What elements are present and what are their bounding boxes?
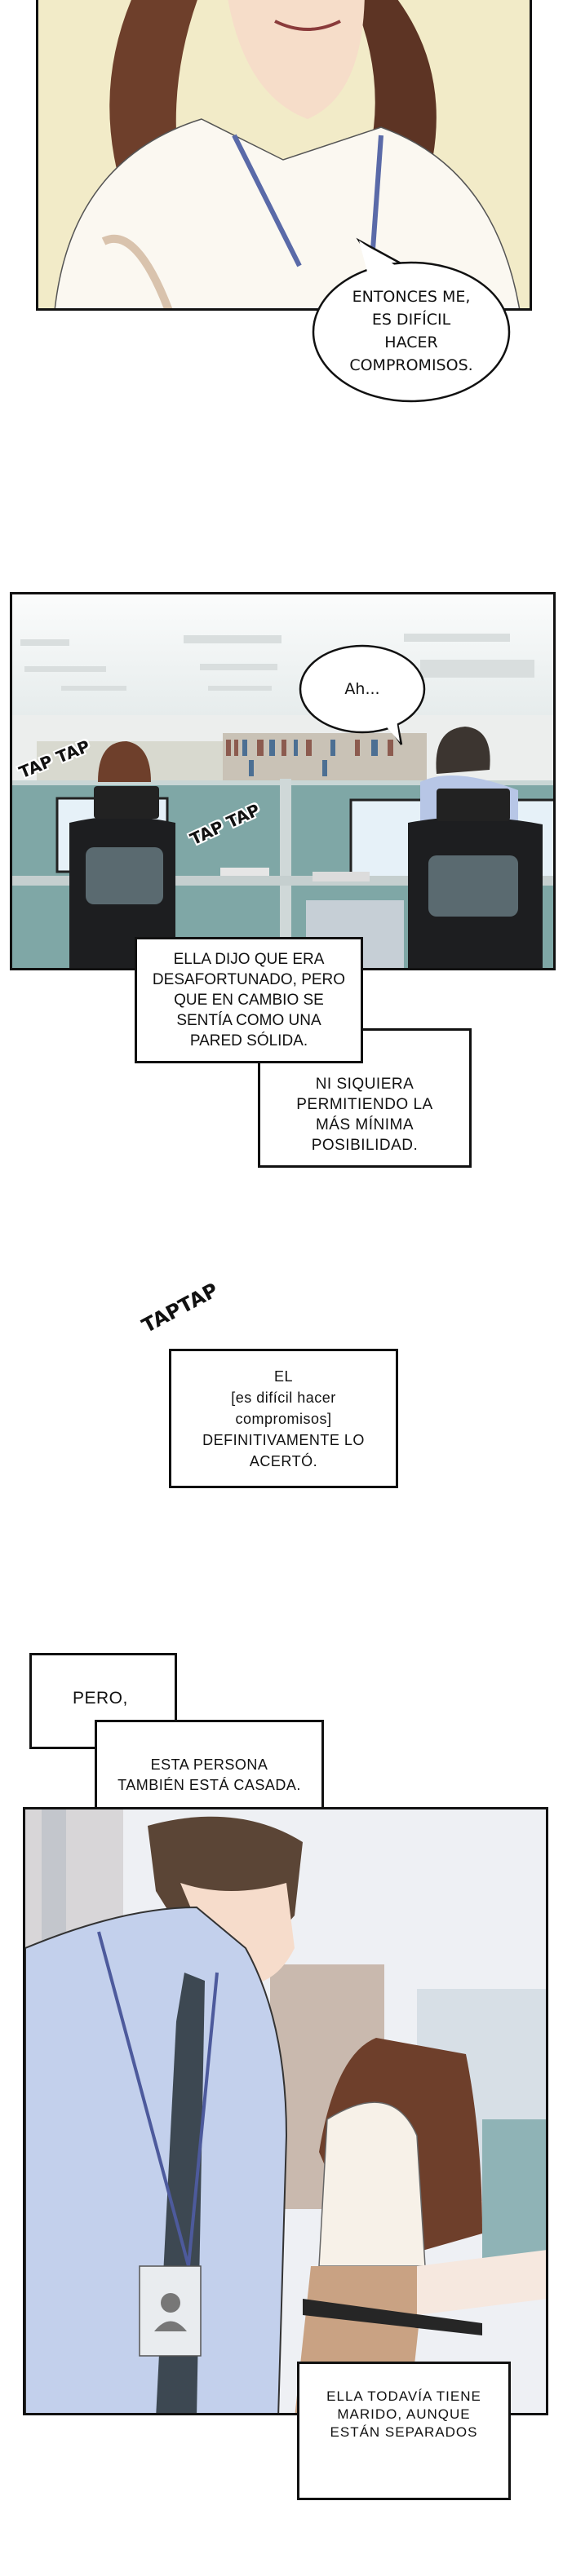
speech-bubble-1: [312, 237, 511, 403]
panel-1-art: [54, 0, 521, 308]
caption-overlap-cover-2: [97, 1722, 175, 1747]
caption-todavia-tiene-marido: ELLA TODAVÍA TIENE MARIDO, AUNQUE ESTÁN …: [297, 2362, 511, 2500]
panel-1-woman-smiling: [36, 0, 532, 311]
panel-4-coworkers: [23, 1807, 548, 2415]
speech-bubble-ah-text: Ah...: [344, 680, 380, 698]
speech-bubble-1-text: ENTONCES ME, ES DIFÍCIL HACER COMPROMISO…: [349, 288, 473, 374]
caption-pared-solida: ELLA DIJO QUE ERA DESAFORTUNADO, PERO QU…: [135, 937, 363, 1063]
panel-4-art: [25, 1809, 546, 2413]
speech-bubble-ah: [299, 644, 426, 745]
panel-2-art: [12, 594, 553, 968]
panel-2-office: TAP TAP TAP TAP: [10, 592, 556, 970]
sfx-taptap-3: TAPTAP: [138, 1278, 222, 1338]
caption-pero-text: PERO,: [73, 1688, 128, 1708]
caption-definitivamente: EL [es difícil hacer compromisos] DEFINI…: [169, 1349, 398, 1488]
